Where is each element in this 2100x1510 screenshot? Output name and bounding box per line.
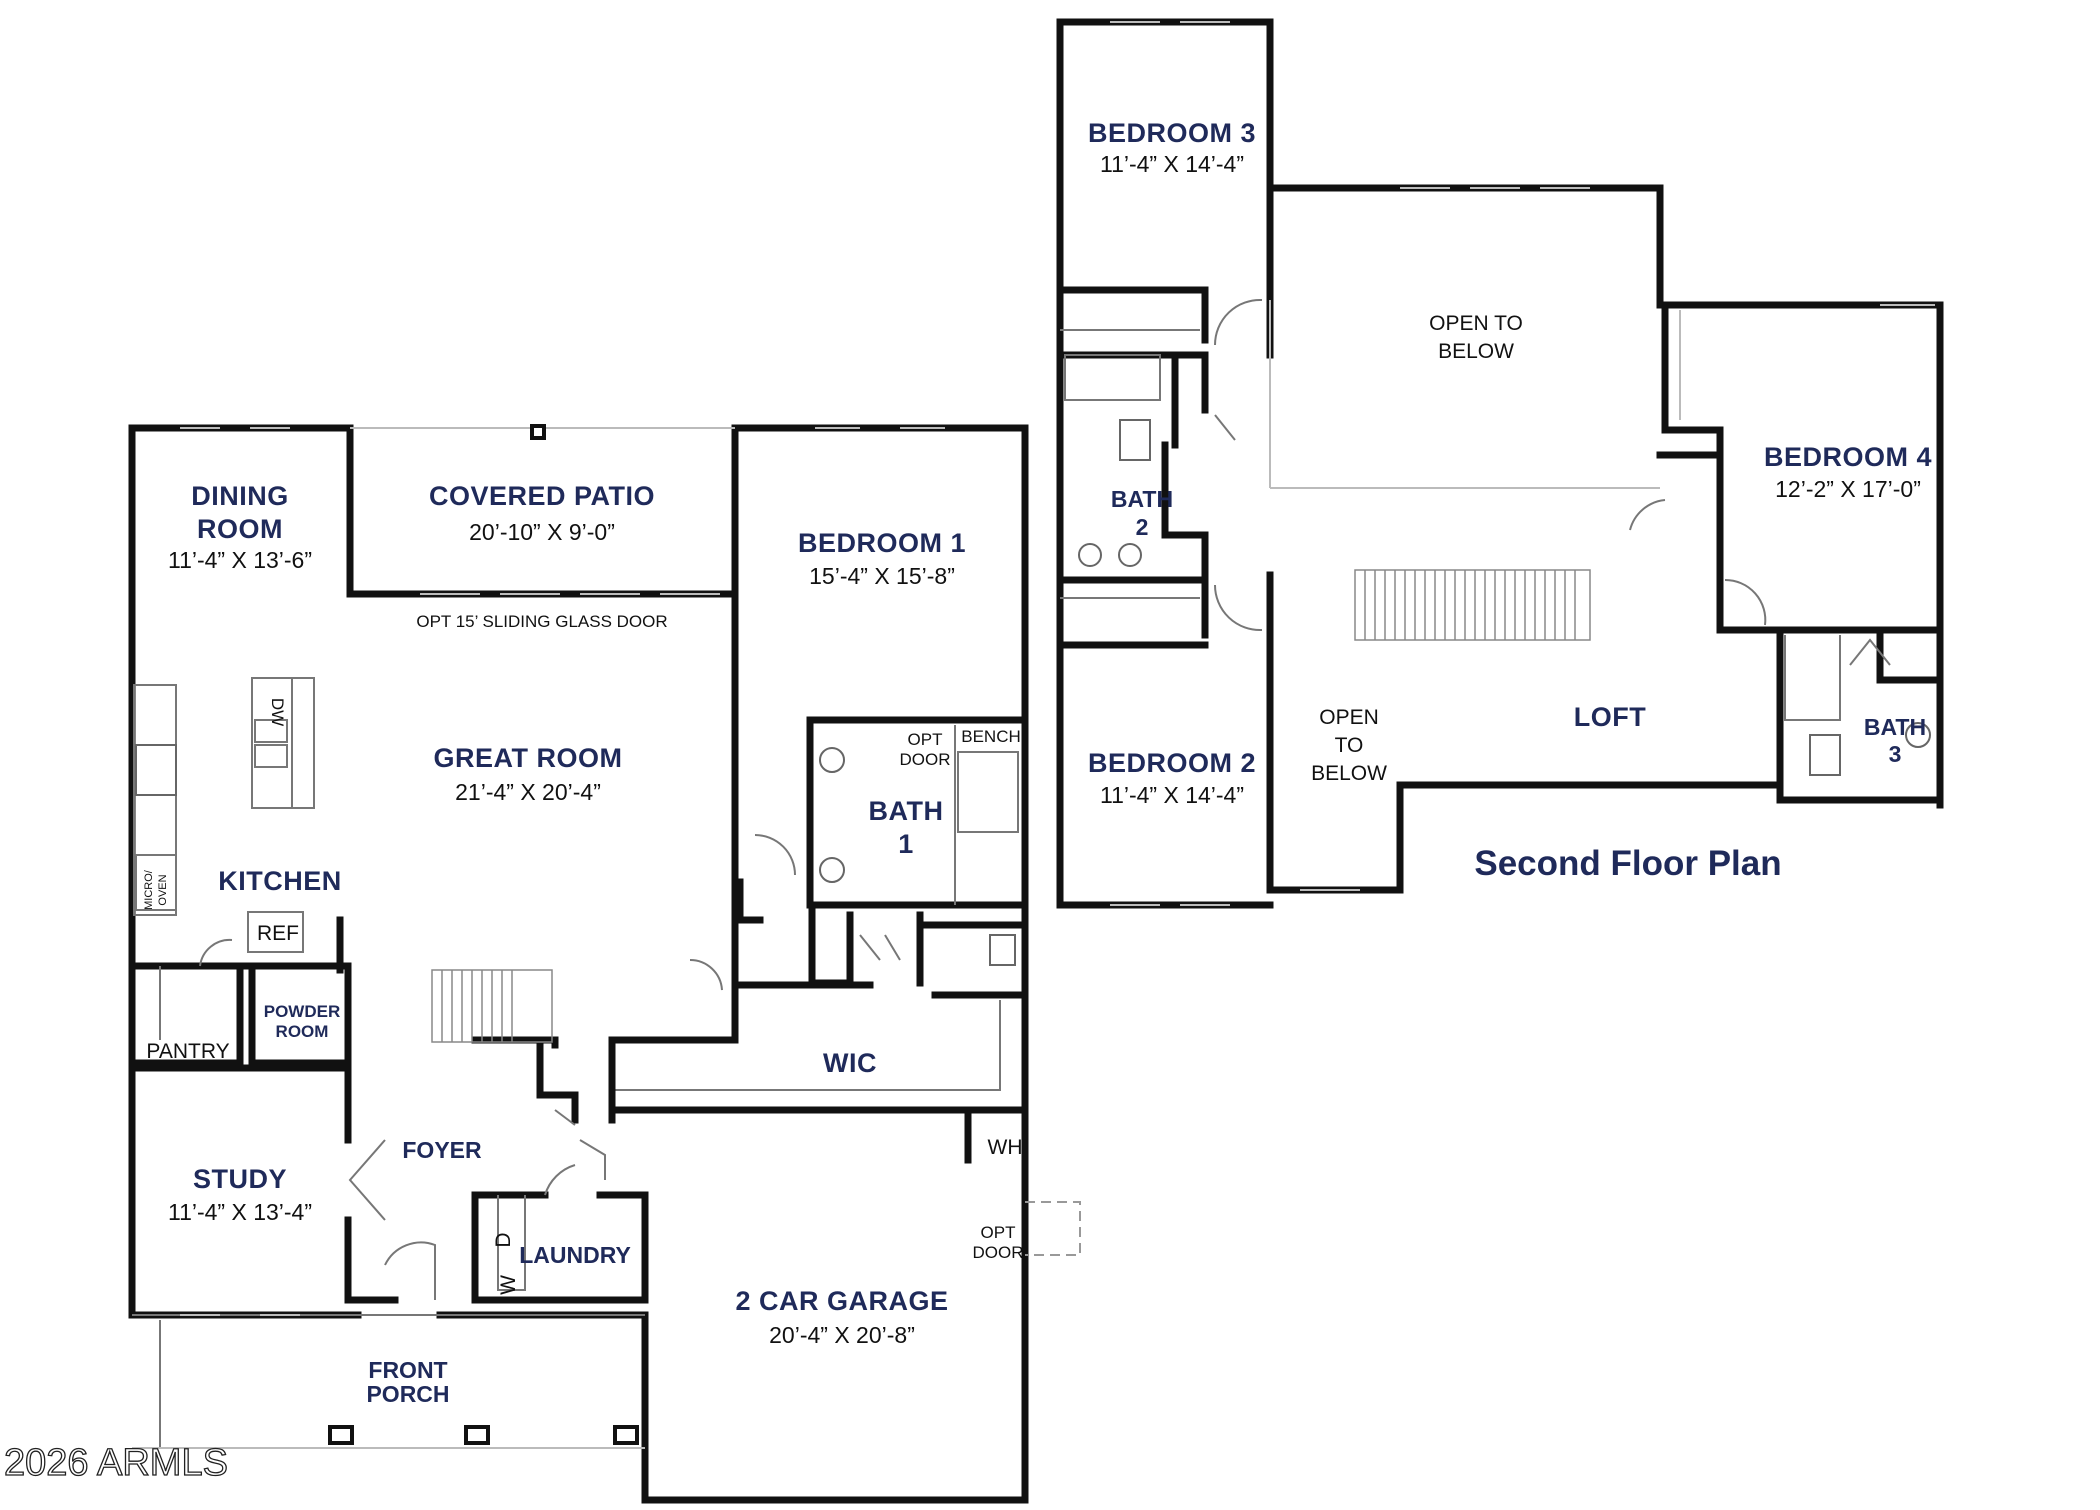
dining-room-dims: 11’-4” X 13’-6” — [168, 547, 312, 573]
bath1-number: 1 — [898, 829, 914, 859]
bedroom3-dims: 11’-4” X 14’-4” — [1100, 151, 1244, 177]
bath1-opt-door: OPT — [908, 730, 943, 749]
bath2-label: BATH — [1111, 486, 1173, 512]
second-floor-plan-title: Second Floor Plan — [1474, 844, 1781, 883]
powder-room-label: POWDER — [264, 1002, 341, 1021]
micro-oven-label: MICRO/ — [143, 869, 155, 910]
front-porch-label: FRONT — [368, 1357, 447, 1383]
bedroom1-label: BEDROOM 1 — [798, 528, 966, 558]
open-to-below-top-2: BELOW — [1438, 340, 1514, 363]
bath1-label: BATH — [869, 796, 944, 826]
dining-room-label: DINING — [191, 481, 289, 511]
bedroom2-dims: 11’-4” X 14’-4” — [1100, 782, 1244, 808]
garage-opt-door: OPT — [981, 1223, 1016, 1242]
garage-opt-door-2: DOOR — [973, 1243, 1024, 1262]
micro-oven-label-2: OVEN — [157, 874, 169, 905]
covered-patio-label: COVERED PATIO — [429, 481, 655, 511]
study-label: STUDY — [193, 1164, 287, 1194]
foyer-label: FOYER — [402, 1137, 482, 1163]
bedroom4-label: BEDROOM 4 — [1764, 442, 1932, 472]
sliding-door-note: OPT 15’ SLIDING GLASS DOOR — [416, 612, 667, 631]
pantry-label: PANTRY — [146, 1040, 229, 1063]
open-to-below-mid-1: OPEN — [1319, 706, 1379, 729]
bedroom4-dims: 12’-2” X 17’-0” — [1775, 476, 1921, 502]
covered-patio-dims: 20’-10” X 9’-0” — [469, 519, 615, 545]
open-to-below-mid-3: BELOW — [1311, 762, 1387, 785]
wic-label: WIC — [823, 1048, 877, 1078]
bedroom3-label: BEDROOM 3 — [1088, 118, 1256, 148]
front-porch-label-2: PORCH — [366, 1381, 449, 1407]
loft-label: LOFT — [1574, 702, 1646, 732]
powder-room-label-2: ROOM — [276, 1022, 329, 1041]
second-floor-plan — [1056, 18, 1944, 909]
watermark: 2026 ARMLS — [4, 1442, 228, 1484]
refrigerator-label: REF — [257, 922, 299, 945]
great-room-label: GREAT ROOM — [434, 743, 623, 773]
bath3-label: BATH — [1864, 714, 1926, 740]
dishwasher-label: DW — [268, 698, 287, 726]
kitchen-label: KITCHEN — [218, 866, 342, 896]
garage-label: 2 CAR GARAGE — [735, 1286, 948, 1316]
bath1-bench: BENCH — [961, 727, 1021, 746]
garage-dims: 20’-4” X 20’-8” — [769, 1322, 915, 1348]
great-room-dims: 21’-4” X 20’-4” — [455, 779, 601, 805]
bath1-opt-door-2: DOOR — [900, 750, 951, 769]
bath2-number: 2 — [1136, 514, 1149, 540]
laundry-label: LAUNDRY — [519, 1242, 631, 1268]
dryer-label: D — [492, 1232, 515, 1247]
bedroom1-dims: 15’-4” X 15’-8” — [809, 563, 955, 589]
washer-label: W — [497, 1275, 520, 1295]
bath3-number: 3 — [1889, 741, 1902, 767]
dining-room-label-2: ROOM — [197, 514, 283, 544]
open-to-below-mid-2: TO — [1335, 734, 1364, 757]
study-dims: 11’-4” X 13’-4” — [168, 1199, 312, 1225]
first-floor-plan — [128, 424, 1081, 1504]
water-heater-label: WH — [988, 1136, 1023, 1159]
bedroom2-label: BEDROOM 2 — [1088, 748, 1256, 778]
open-to-below-top-1: OPEN TO — [1429, 312, 1523, 335]
